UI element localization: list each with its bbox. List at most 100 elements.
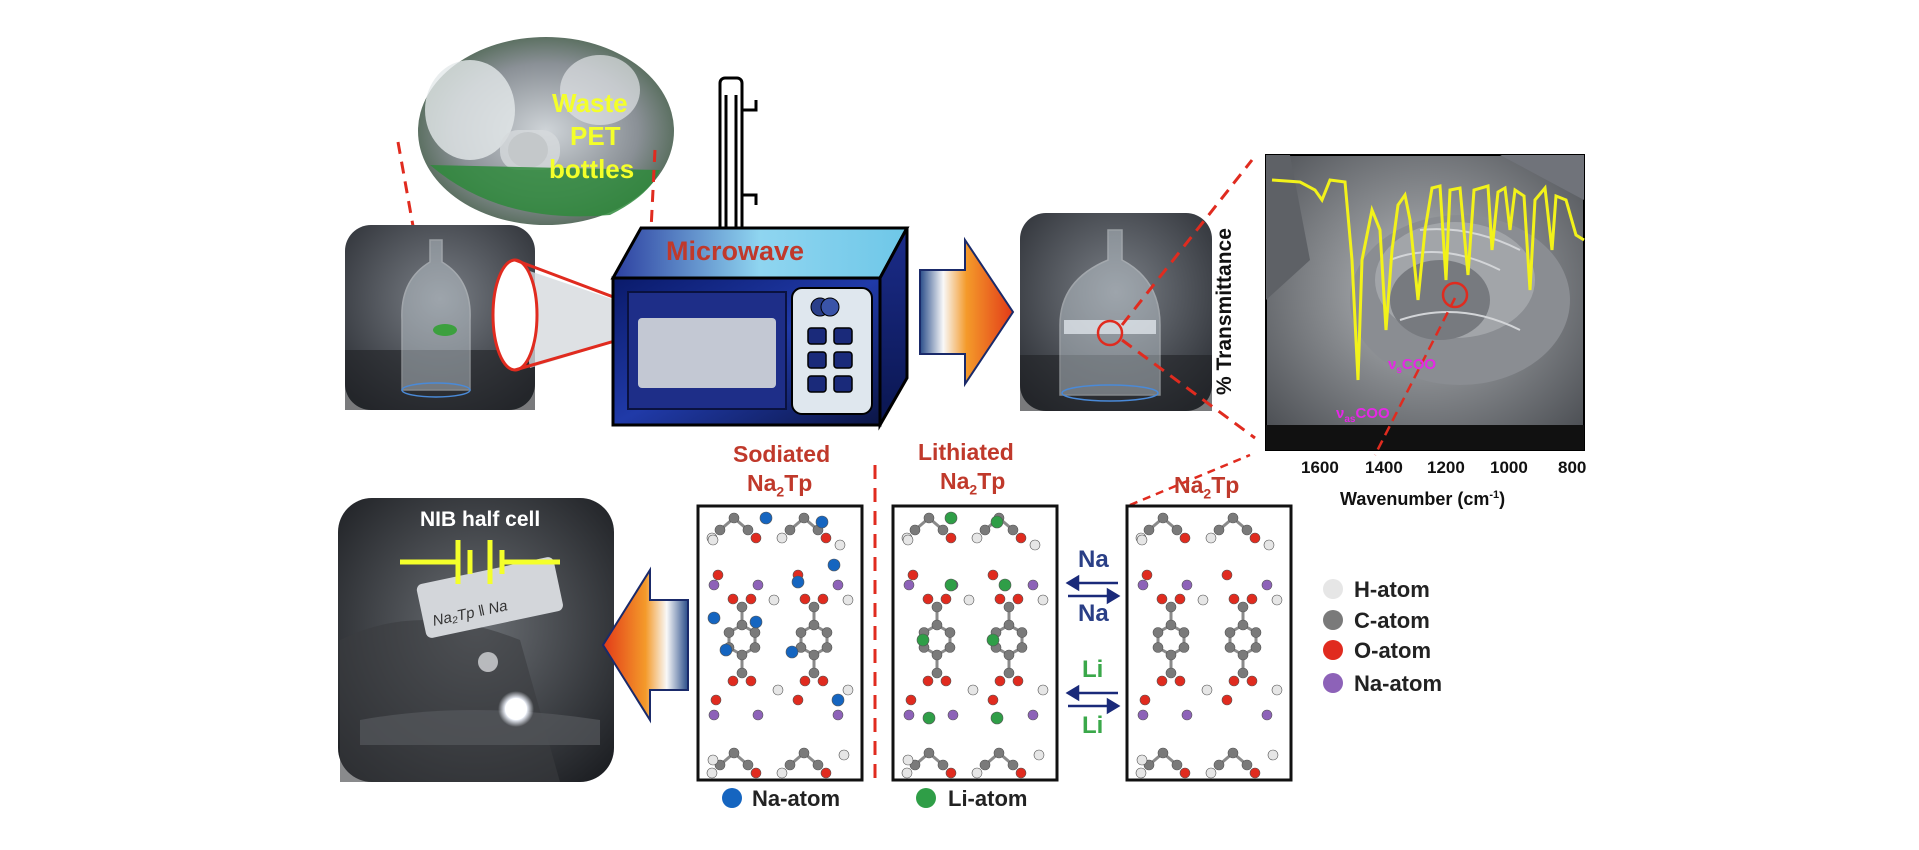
carbon-atom	[808, 619, 820, 631]
legend-dot-c	[1323, 610, 1343, 630]
oxygen-atom	[1221, 569, 1233, 581]
hydrogen-atom	[963, 594, 975, 606]
hydrogen-atom	[1136, 534, 1148, 546]
sodium-atom	[1181, 579, 1193, 591]
sodium-atom	[1261, 579, 1273, 591]
sodiated-structure-box	[696, 504, 864, 782]
oxygen-atom	[1012, 593, 1024, 605]
pristine-structure-box	[1125, 504, 1293, 782]
oxygen-atom	[994, 675, 1006, 687]
hydrogen-atom	[1201, 684, 1213, 696]
ir-tick: 1400	[1365, 458, 1403, 477]
hydrogen-atom	[971, 767, 983, 779]
lithium-atom	[998, 578, 1012, 592]
sodiated-name: Na2Tp	[747, 470, 813, 500]
oxygen-atom	[1179, 767, 1191, 779]
carbon-atom	[1178, 627, 1190, 638]
microwave-label: Microwave	[666, 236, 805, 266]
sodium-atom	[1181, 709, 1193, 721]
arrow-label-li-top: Li	[1082, 656, 1104, 683]
oxygen-atom	[820, 532, 832, 544]
carbon-atom	[1237, 601, 1249, 613]
oxygen-atom	[1174, 593, 1186, 605]
sodium-atom-blue	[719, 643, 733, 657]
oxygen-atom	[922, 593, 934, 605]
hydrogen-atom	[706, 767, 718, 779]
carbon-atom	[812, 759, 824, 771]
ir-sem-panel	[1265, 154, 1585, 456]
sodium-atom	[1027, 579, 1039, 591]
carbon-atom	[1237, 619, 1249, 631]
carbon-atom	[923, 747, 935, 759]
hydrogen-atom	[1267, 749, 1279, 761]
oxygen-atom	[745, 593, 757, 605]
oxygen-atom	[1156, 675, 1168, 687]
flask-photo-left	[345, 225, 535, 410]
carbon-atom	[736, 601, 748, 613]
arrow-label-na-top: Na	[1078, 546, 1109, 573]
oxygen-atom	[1246, 675, 1258, 687]
carbon-atom	[821, 627, 833, 638]
lithium-atom	[990, 711, 1004, 725]
oxygen-atom	[799, 593, 811, 605]
carbon-atom	[1003, 619, 1015, 631]
hydrogen-atom	[1271, 684, 1283, 696]
hydrogen-atom	[707, 754, 719, 766]
carbon-atom	[1250, 627, 1262, 638]
sodium-atom	[1137, 709, 1149, 721]
oxygen-atom	[905, 694, 917, 706]
carbon-atom	[979, 759, 991, 771]
hydrogen-atom	[707, 534, 719, 546]
oxygen-atom	[940, 675, 952, 687]
legend-dot-o	[1323, 640, 1343, 660]
sodium-atom	[752, 579, 764, 591]
nib-cell-photo	[338, 498, 614, 782]
hydrogen-atom	[838, 749, 850, 761]
zoom-line	[1120, 159, 1254, 326]
hydrogen-atom	[1205, 532, 1217, 544]
carbon-atom	[1250, 642, 1262, 653]
sodium-atom-blue	[707, 611, 721, 625]
hydrogen-atom	[901, 767, 913, 779]
carbon-atom	[1227, 747, 1239, 759]
sodium-atom-blue	[785, 645, 799, 659]
carbon-atom	[1241, 759, 1253, 771]
oxygen-atom	[799, 675, 811, 687]
carbon-atom	[736, 619, 748, 631]
carbon-atom	[798, 747, 810, 759]
hydrogen-atom	[842, 684, 854, 696]
sodium-atom	[903, 709, 915, 721]
oxygen-atom	[820, 767, 832, 779]
carbon-atom	[1241, 524, 1253, 536]
hydrogen-atom	[1197, 594, 1209, 606]
lithiated-title: Lithiated	[918, 439, 1014, 465]
oxygen-atom	[1221, 694, 1233, 706]
legend-h-label: H-atom	[1354, 577, 1430, 602]
legend-dot-h	[1323, 579, 1343, 599]
lithiated-name: Na2Tp	[940, 468, 1006, 498]
carbon-atom	[1143, 524, 1155, 536]
sodiated-title: Sodiated	[733, 441, 831, 467]
carbon-atom	[714, 524, 726, 536]
oxygen-atom	[817, 675, 829, 687]
pristine-name: Na2Tp	[1174, 472, 1240, 502]
oxygen-atom	[750, 767, 762, 779]
carbon-atom	[1165, 619, 1177, 631]
hydrogen-atom	[776, 767, 788, 779]
hydrogen-atom	[1029, 539, 1041, 551]
carbon-atom	[1157, 747, 1169, 759]
carbon-atom	[749, 642, 761, 653]
hydrogen-atom	[1033, 749, 1045, 761]
sodium-atom	[832, 709, 844, 721]
carbon-atom	[1224, 627, 1236, 638]
carbon-atom	[808, 667, 820, 679]
crystal-structures	[706, 511, 1283, 779]
oxygen-atom	[1249, 767, 1261, 779]
hydrogen-atom	[1263, 539, 1275, 551]
hydrogen-atom	[1037, 594, 1049, 606]
legend-o-label: O-atom	[1354, 638, 1431, 663]
carbon-atom	[944, 627, 956, 638]
carbon-atom	[742, 524, 754, 536]
carbon-atom	[808, 601, 820, 613]
